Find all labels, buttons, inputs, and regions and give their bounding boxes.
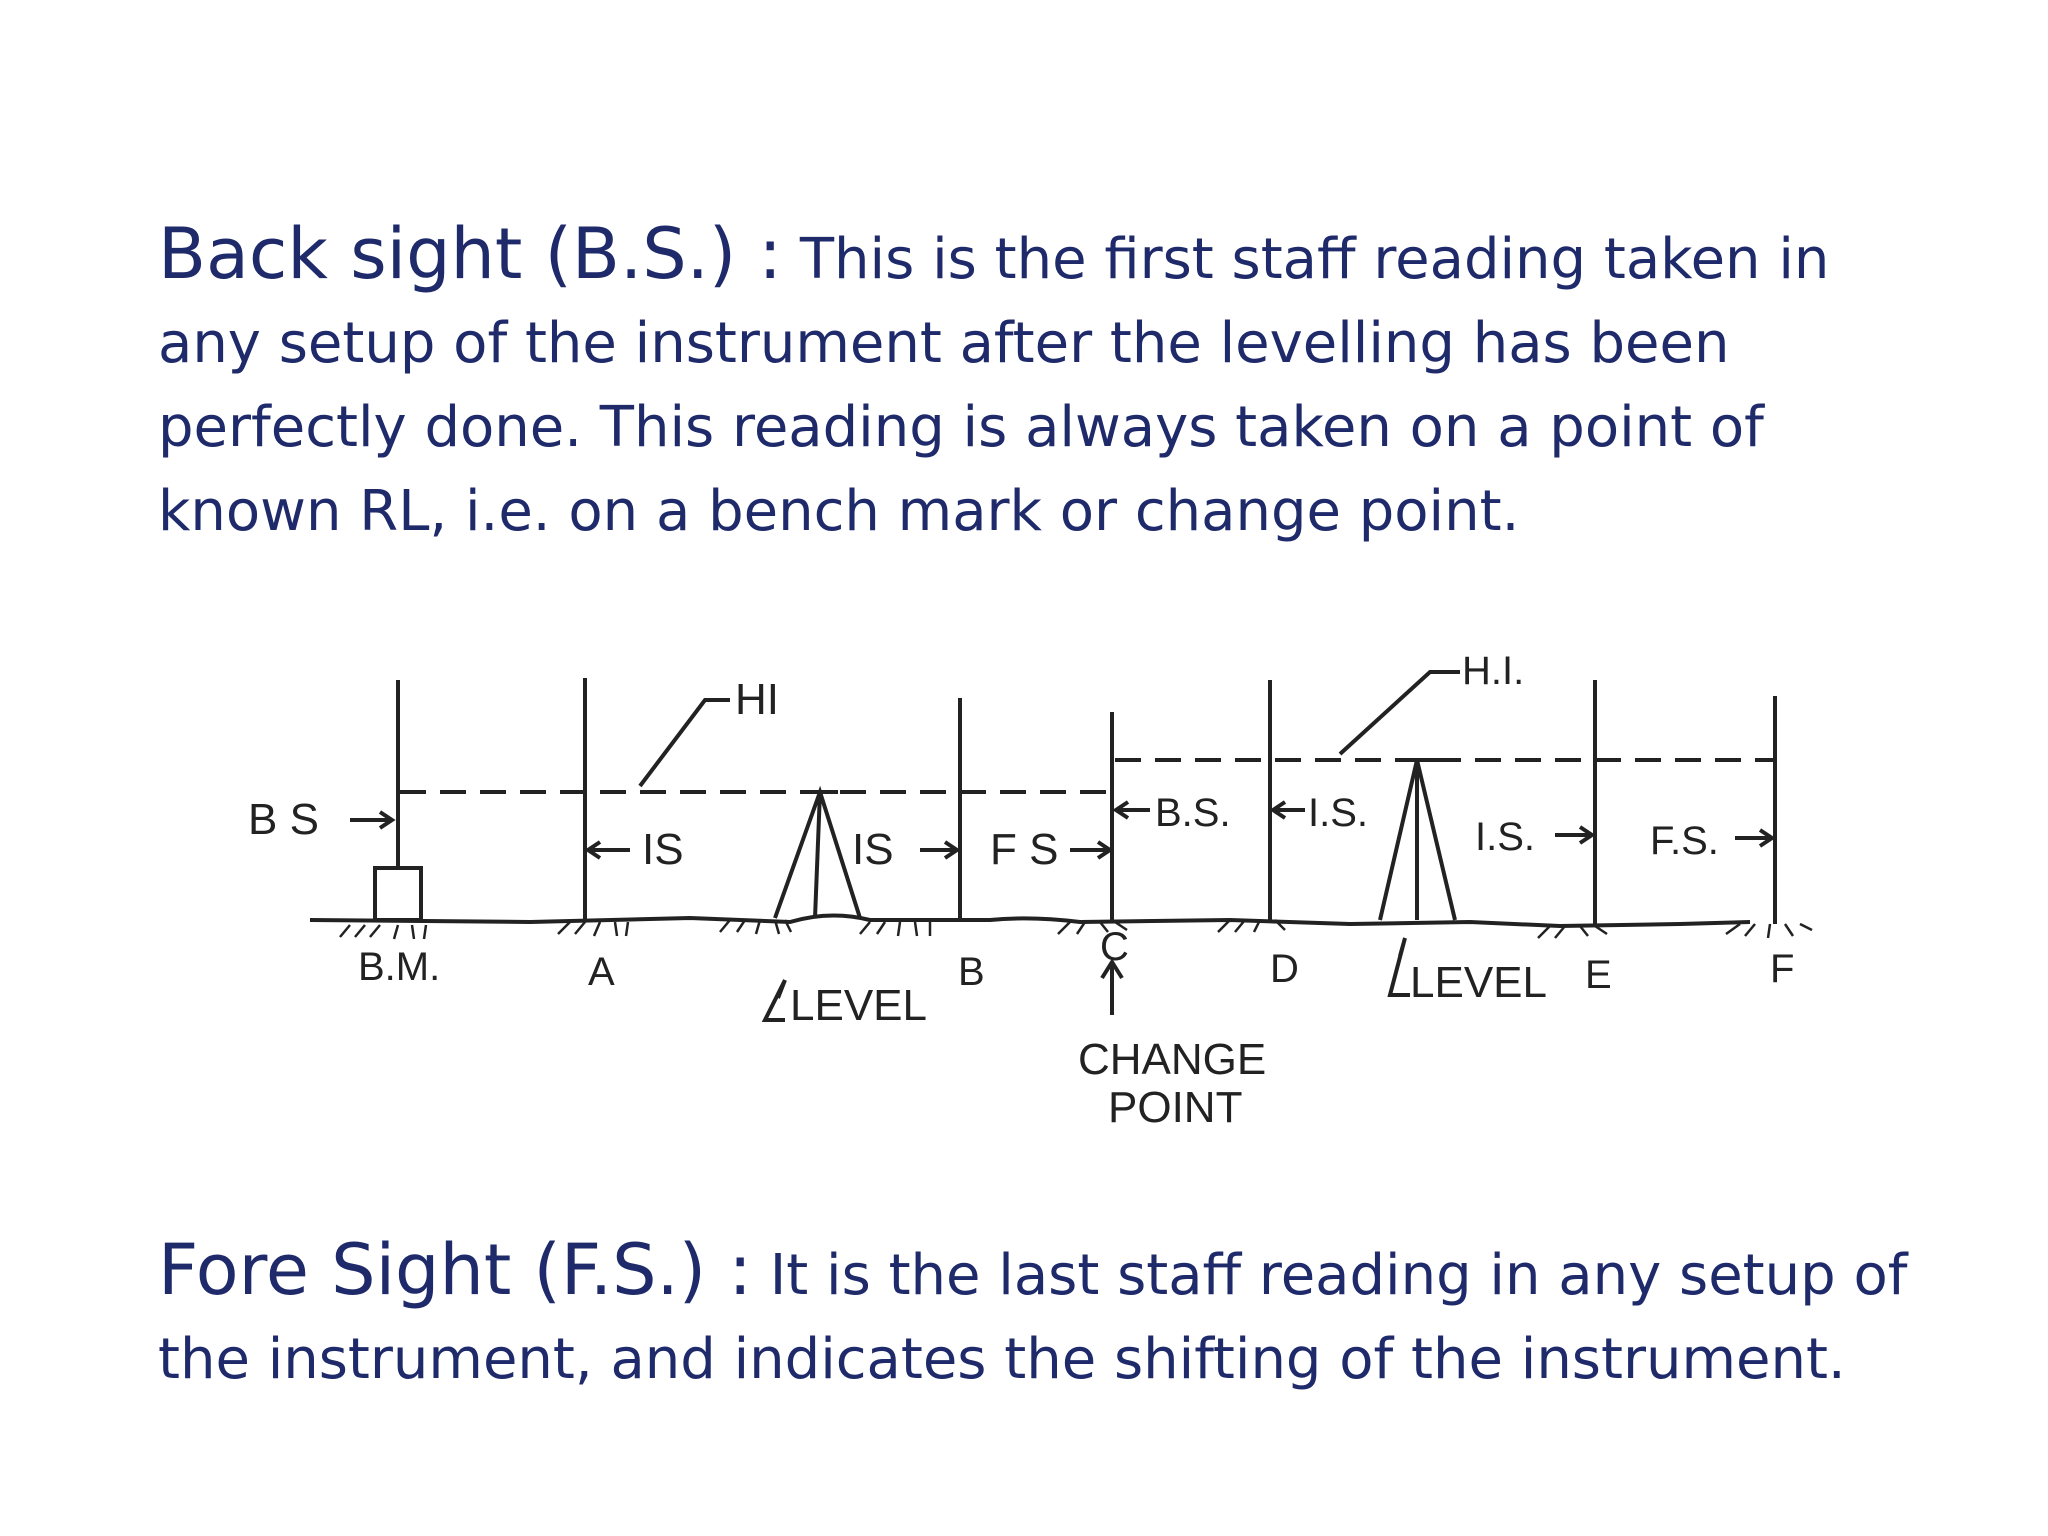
is-d-label: I.S. [1308,791,1368,835]
is-a-arrow [584,840,630,860]
fs-f-label: F.S. [1650,819,1719,863]
point-a-label: A [588,950,615,994]
ground-line [309,913,1751,929]
hi-left-label: HI [735,675,779,724]
fs-b-arrow [1070,840,1114,860]
level-2-label: LEVEL [1410,958,1547,1007]
level-instrument-2 [1378,758,1457,921]
is-a-label: IS [642,825,684,874]
is-e-label: I.S. [1475,815,1535,859]
level-leader-1 [761,979,787,1022]
hi-leader-left [638,698,730,788]
point-d-label: D [1270,947,1299,991]
change-point-label-1: CHANGE [1078,1035,1266,1084]
is-d-arrow [1269,800,1305,820]
level-instrument-1 [773,785,862,919]
bs-left-label: B S [248,795,319,844]
fore-sight-definition: It is the last staff reading in any setu… [158,1243,1908,1392]
back-sight-paragraph: Back sight (B.S.) : This is the first st… [158,212,1918,554]
levelling-diagram: HI H.I. B S IS IS F S B.S. I.S. I.S. F.S… [248,649,1813,1132]
bs-c-arrow [1112,800,1150,820]
ground-hatching [339,919,1813,940]
fore-sight-paragraph: Fore Sight (F.S.) : It is the last staff… [158,1228,1918,1402]
is-b-label: IS [852,825,894,874]
back-sight-term: Back sight (B.S.) : [158,213,783,295]
point-b-label: B [958,950,985,994]
bs-c-label: B.S. [1155,791,1231,835]
point-e-label: E [1585,953,1612,997]
point-f-label: F [1770,947,1794,991]
point-c-label: C [1100,925,1129,969]
level-1-label: LEVEL [790,981,927,1030]
fs-b-label: F S [990,825,1058,874]
level-leader-2 [1387,937,1410,997]
fs-f-arrow [1735,828,1776,848]
is-e-arrow [1555,825,1596,845]
change-point-arrow [1100,958,1124,1015]
change-point-label-2: POINT [1108,1083,1242,1132]
is-b-arrow [920,840,961,860]
fore-sight-term: Fore Sight (F.S.) : [158,1229,752,1311]
point-bm-label: B.M. [358,945,440,989]
hi-right-label: H.I. [1462,649,1524,693]
benchmark-block [373,866,423,922]
bs-arrow [350,810,396,830]
back-sight-definition: This is the first staff reading taken in… [158,227,1830,544]
hi-leader-right [1338,670,1460,756]
